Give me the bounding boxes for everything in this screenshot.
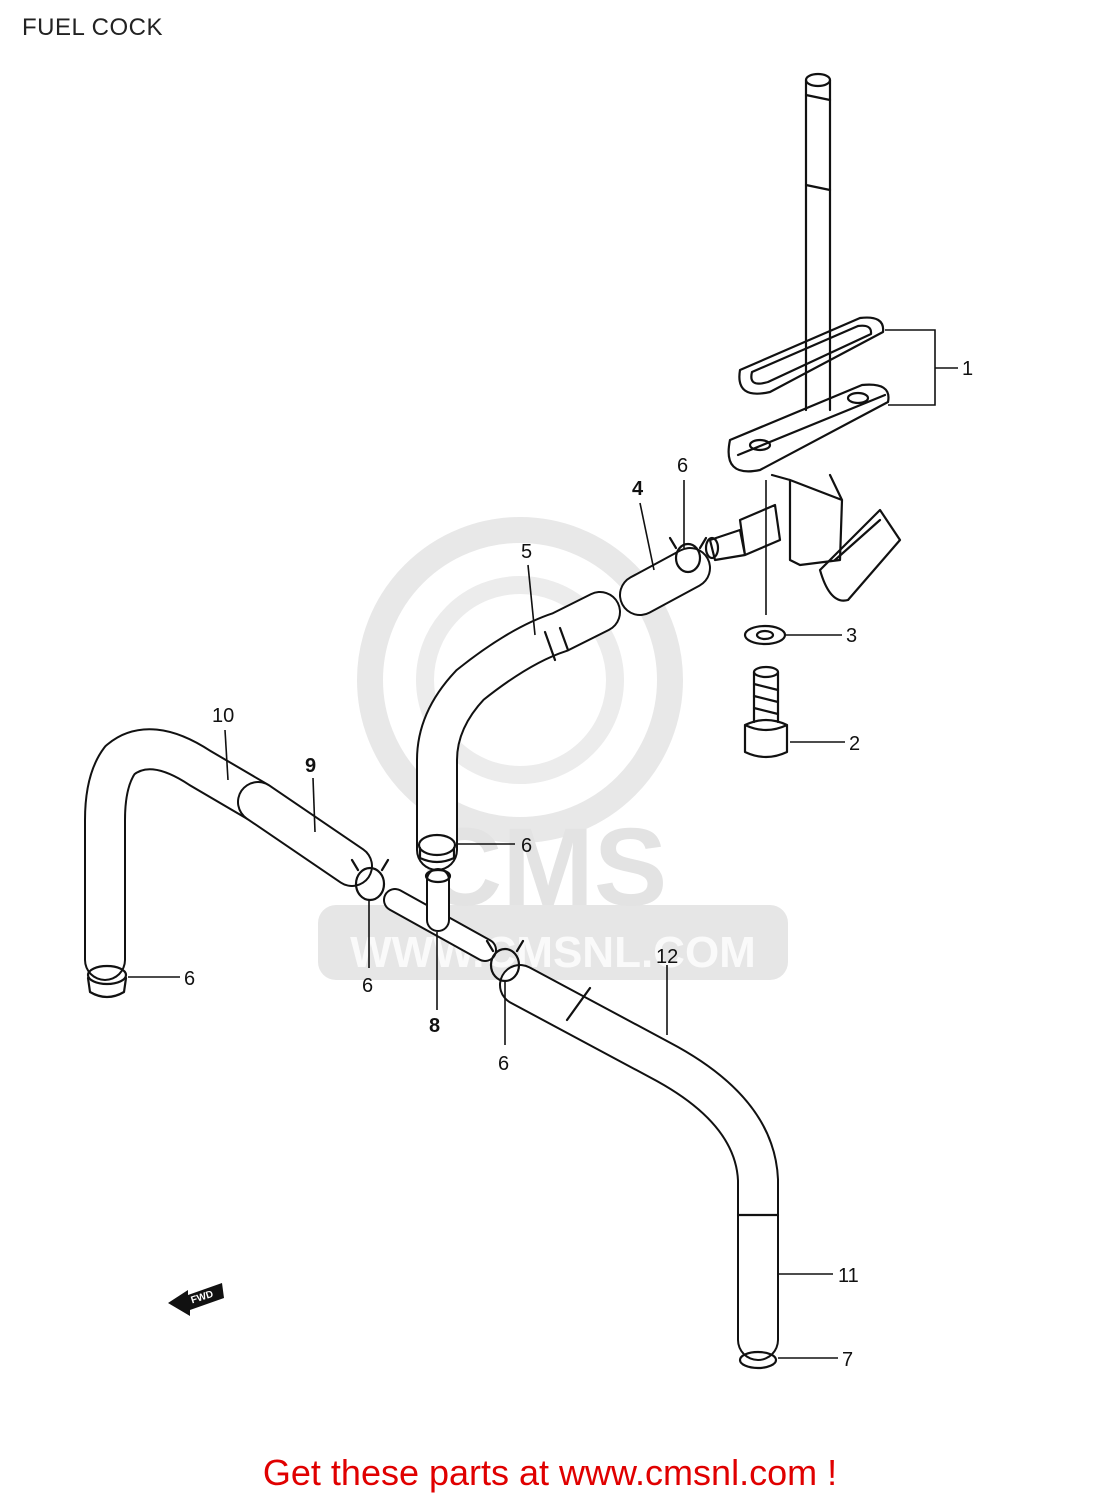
- mounting-plate: [727, 383, 890, 473]
- clamps: [86, 536, 708, 999]
- callout-1: 1: [962, 358, 973, 380]
- callout-6-top: 6: [677, 455, 688, 477]
- callout-4: 4: [632, 478, 644, 500]
- callout-6-hose12: 6: [498, 1053, 509, 1075]
- leader-lines: [128, 480, 833, 1275]
- washer: [743, 624, 842, 646]
- watermark-brand: CMS: [423, 806, 667, 929]
- page-title: FUEL COCK: [22, 14, 163, 41]
- callout-5: 5: [521, 541, 532, 563]
- fwd-arrow: FWD: [168, 1283, 224, 1316]
- clamp-hose10: [86, 964, 128, 999]
- watermark-url: WWW.CMSNL.COM: [350, 928, 756, 977]
- callout-6-hose5: 6: [521, 835, 532, 857]
- valve-body: [770, 473, 844, 567]
- clamp-top: [668, 536, 708, 574]
- gasket-upper: [738, 316, 885, 395]
- callout-6-hose10: 6: [184, 968, 195, 990]
- clamp-hose12: [485, 939, 525, 983]
- clamp-hose9: [350, 858, 390, 902]
- callout-6-hose9: 6: [362, 975, 373, 997]
- callouts: 1 2 3 4 5 6 6 6 6 6 7 8 9 10 11 12: [184, 358, 973, 1371]
- clamp-hose5: [417, 833, 457, 864]
- hoses: [84, 547, 780, 1361]
- watermark: CMS WWW.CMSNL.COM: [318, 517, 788, 980]
- callout-10: 10: [212, 705, 234, 727]
- t-joint: [383, 868, 497, 962]
- outlet-nozzle: [708, 503, 782, 562]
- fuel-cock-assembly: [704, 72, 958, 615]
- fuel-pickup-tube: [804, 78, 832, 412]
- footer-cta[interactable]: Get these parts at www.cmsnl.com !: [262, 1452, 838, 1493]
- bolt: [743, 665, 845, 759]
- callout-11: 11: [838, 1265, 859, 1287]
- callout-7: 7: [842, 1349, 853, 1371]
- callout-2: 2: [849, 733, 860, 755]
- callout-8: 8: [429, 1015, 440, 1037]
- valve-lever: [818, 508, 902, 602]
- callout-12: 12: [656, 946, 678, 968]
- end-clip: [738, 1350, 838, 1370]
- callout-3: 3: [846, 625, 857, 647]
- callout-9: 9: [305, 755, 316, 777]
